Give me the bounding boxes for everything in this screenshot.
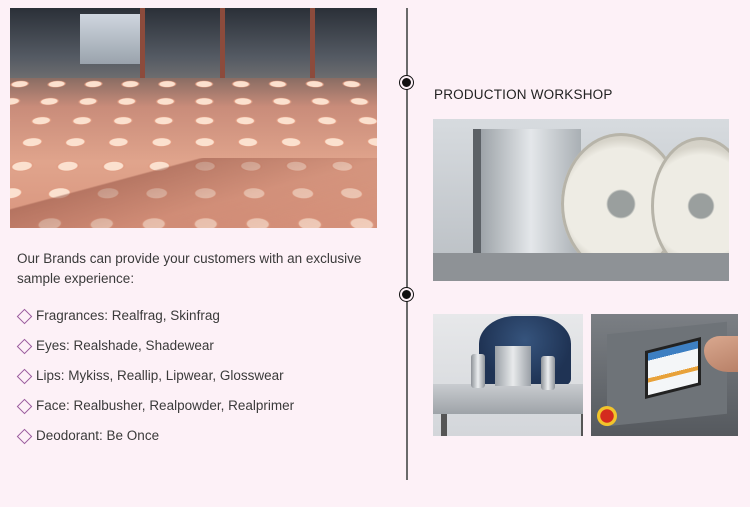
section-title: PRODUCTION WORKSHOP (434, 87, 613, 102)
brand-item-lips: Lips: Mykiss, Reallip, Lipwear, Glosswea… (36, 368, 284, 383)
brand-item-face: Face: Realbusher, Realpowder, Realprimer (36, 398, 294, 413)
diamond-icon (17, 429, 33, 445)
list-item: Face: Realbusher, Realpowder, Realprimer (17, 397, 294, 427)
list-item: Eyes: Realshade, Shadewear (17, 337, 294, 367)
brand-item-fragrances: Fragrances: Realfrag, Skinfrag (36, 308, 220, 323)
machine-photo (433, 119, 729, 281)
timeline-dot-icon (400, 288, 413, 301)
diamond-icon (17, 309, 33, 325)
timeline-dot-icon (400, 76, 413, 89)
list-item: Deodorant: Be Once (17, 427, 294, 457)
brand-list: Fragrances: Realfrag, Skinfrag Eyes: Rea… (17, 307, 294, 457)
intro-text: Our Brands can provide your customers wi… (17, 249, 377, 289)
diamond-icon (17, 399, 33, 415)
touchscreen-photo (591, 314, 738, 436)
operator-photo (433, 314, 583, 436)
diamond-icon (17, 369, 33, 385)
list-item: Lips: Mykiss, Reallip, Lipwear, Glosswea… (17, 367, 294, 397)
tray-photo (10, 8, 377, 228)
brand-item-deodorant: Deodorant: Be Once (36, 428, 159, 443)
brand-item-eyes: Eyes: Realshade, Shadewear (36, 338, 214, 353)
diamond-icon (17, 339, 33, 355)
list-item: Fragrances: Realfrag, Skinfrag (17, 307, 294, 337)
